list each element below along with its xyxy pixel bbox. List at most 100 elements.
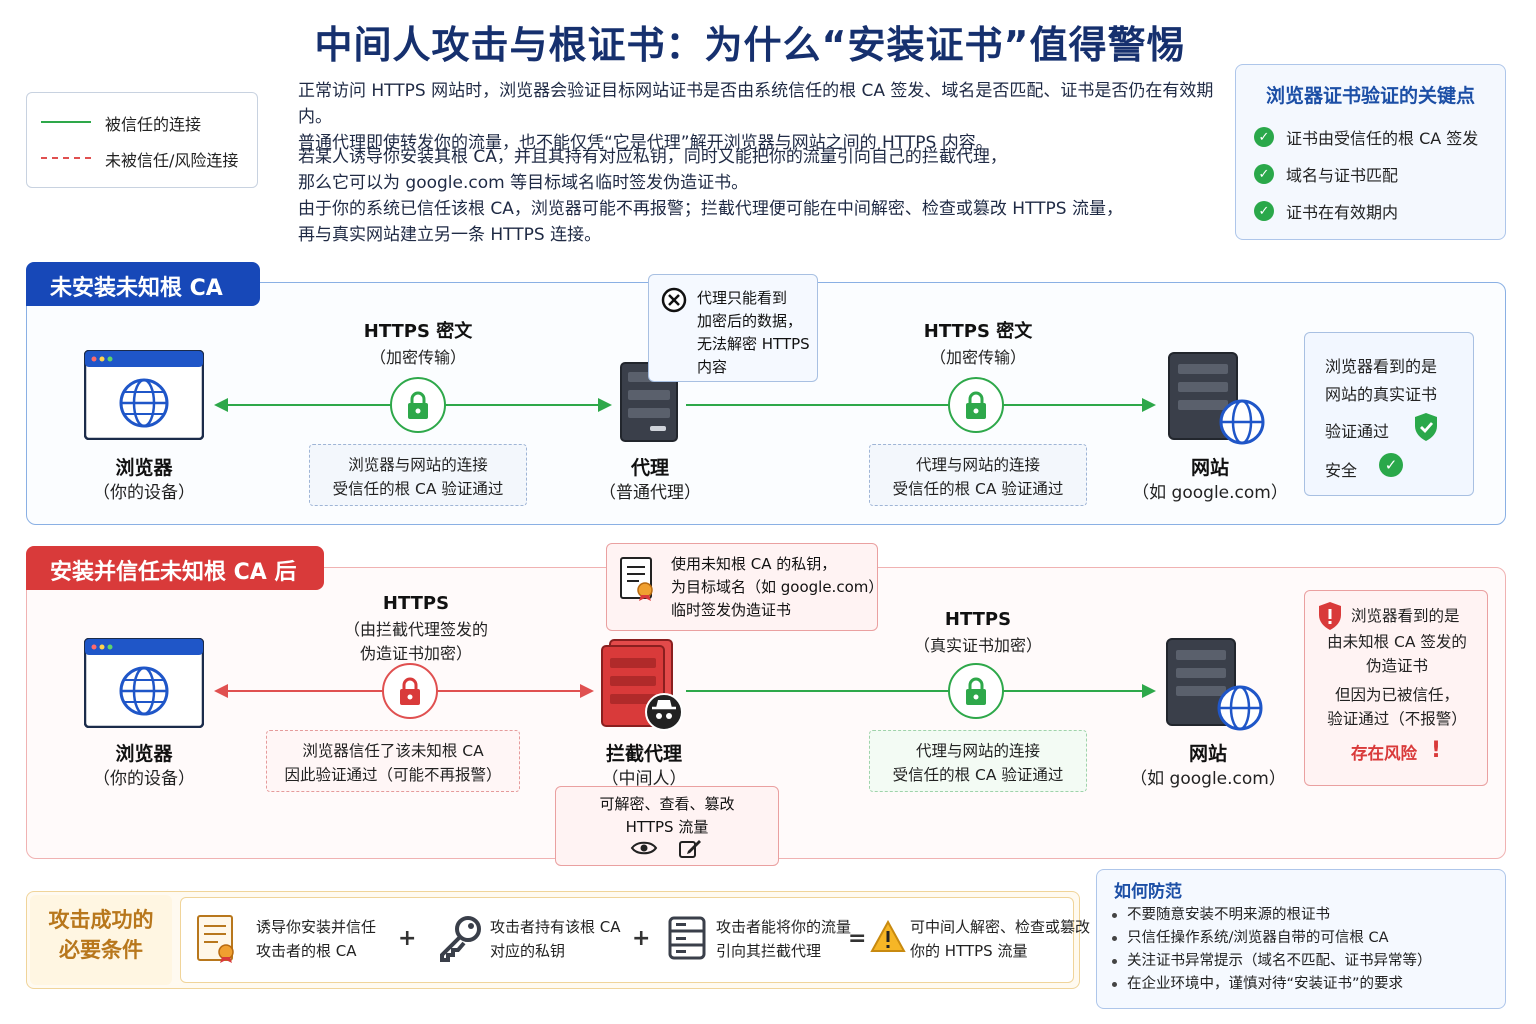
lock-icon — [948, 663, 1004, 719]
condition-line: 诱导你安装并信任 — [256, 918, 377, 936]
prevention-text: 只信任操作系统/浏览器自带的可信根 CA — [1127, 930, 1389, 946]
browser-label: 浏览器 — [115, 743, 173, 765]
prevention-item: 不要随意安装不明来源的根证书 — [1112, 903, 1330, 924]
result-safe: 安全 — [1325, 461, 1358, 480]
conditions-title-line: 攻击成功的 — [48, 908, 154, 932]
certificate-icon — [619, 556, 657, 609]
eye-icon — [630, 839, 658, 864]
risk-line: 由未知根 CA 签发的 — [1327, 633, 1467, 651]
lock-icon — [390, 377, 446, 433]
prevention-text: 关注证书异常提示（域名不匹配、证书异常等） — [1127, 953, 1432, 969]
shield-check-icon — [1413, 412, 1439, 446]
bullet-icon — [1112, 981, 1117, 987]
note-line: 受信任的根 CA 验证通过 — [892, 766, 1064, 784]
mitm-capability-box: 可解密、查看、篡改 HTTPS 流量 — [555, 786, 779, 866]
result-line: 浏览器看到的是 — [1325, 357, 1438, 376]
browser-label: 浏览器 — [115, 457, 173, 479]
browser-icon — [83, 637, 205, 729]
condition-line: 引向其拦截代理 — [716, 942, 822, 960]
callout-line: 临时签发伪造证书 — [671, 601, 792, 619]
prevention-title: 如何防范 — [1114, 882, 1182, 902]
website-server-icon — [1166, 638, 1266, 732]
intro-line: 普通代理即使转发你的流量，也不能仅凭“它是代理”解开浏览器与网站之间的 HTTP… — [298, 133, 993, 153]
proxy-label: 代理 — [630, 457, 669, 479]
conn-title: HTTPS — [944, 609, 1012, 630]
proxy-callout: 代理只能看到 加密后的数据， 无法解密 HTTPS 内容 — [648, 274, 818, 382]
condition-1: 诱导你安装并信任 攻击者的根 CA — [256, 915, 376, 963]
conn-sub: （加密传输） — [369, 348, 466, 367]
prevention-item: 在企业环境中，谨慎对待“安装证书”的要求 — [1112, 972, 1403, 993]
certificate-icon — [196, 914, 240, 968]
conn-sub: （真实证书加密） — [913, 636, 1042, 655]
keypoints-title: 浏览器证书验证的关键点 — [1265, 85, 1475, 107]
legend-trusted-label: 被信任的连接 — [105, 115, 202, 134]
intercept-proxy-label: 拦截代理 — [605, 743, 682, 765]
bullet-icon — [1112, 935, 1117, 941]
callout-text: 使用未知根 CA 的私钥， 为目标域名（如 google.com） 临时签发伪造… — [671, 553, 884, 622]
conditions-title-area — [30, 895, 172, 985]
conn-sub: （由拦截代理签发的 — [343, 620, 488, 639]
condition-line: 攻击者持有该根 CA — [490, 918, 621, 936]
legend-untrusted-label: 未被信任/风险连接 — [105, 151, 239, 170]
note-line: 受信任的根 CA 验证通过 — [332, 480, 504, 498]
server-icon — [668, 916, 706, 964]
conn-title: HTTPS 密文 — [363, 321, 473, 342]
warning-triangle-icon — [870, 919, 906, 958]
intro-line: 正常访问 HTTPS 网站时，浏览器会验证目标网站证书是否由系统信任的根 CA … — [298, 81, 1214, 127]
risk-label: 存在风险 — [1351, 744, 1417, 763]
callout-text: 代理只能看到 加密后的数据， 无法解密 HTTPS 内容 — [697, 287, 810, 379]
browser-icon — [83, 349, 205, 441]
panel-a-tab: 未安装未知根 CA — [26, 262, 260, 306]
edit-icon — [678, 837, 702, 866]
intro-line: 那么它可以为 google.com 等目标域名临时签发伪造证书。 — [298, 173, 749, 193]
website-label: 网站 — [1188, 743, 1227, 765]
lock-icon — [382, 663, 438, 719]
equals-sign: = — [848, 926, 867, 951]
note-line: 代理与网站的连接 — [915, 456, 1040, 474]
blocked-icon — [661, 287, 687, 320]
risk-line: 但因为已被信任， — [1334, 686, 1459, 704]
prevention-text: 不要随意安装不明来源的根证书 — [1127, 907, 1330, 923]
connection-note: 浏览器与网站的连接 受信任的根 CA 验证通过 — [309, 444, 527, 506]
browser-risk-box: 浏览器看到的是 由未知根 CA 签发的 伪造证书 但因为已被信任， 验证通过（不… — [1304, 590, 1488, 786]
browser-sub: （你的设备） — [93, 769, 195, 789]
intro-line: 若某人诱导你安装其根 CA，并且其持有对应私钥，同时又能把你的流量引向自己的拦截… — [298, 147, 1007, 167]
intercept-proxy-icon — [600, 636, 686, 732]
connection-note: 浏览器信任了该未知根 CA 因此验证通过（可能不再报警） — [266, 730, 520, 792]
arrow-right-icon — [1142, 398, 1156, 412]
keypoint-item: ✓ 域名与证书匹配 — [1254, 162, 1398, 186]
callout-line: 加密后的数据， — [697, 312, 803, 330]
browser-result-box: 浏览器看到的是 网站的真实证书 验证通过 安全 ✓ — [1304, 332, 1474, 496]
callout-line: 无法解密 HTTPS — [697, 335, 810, 353]
arrow-right-icon — [598, 398, 612, 412]
callout-line: 为目标域名（如 google.com） — [671, 578, 884, 596]
note-line: 浏览器信任了该未知根 CA — [302, 742, 484, 760]
intercept-proxy-sub: （中间人） — [601, 769, 687, 789]
page-title: 中间人攻击与根证书：为什么“安装证书”值得警惕 — [314, 23, 1186, 67]
risk-line: 验证通过（不报警） — [1327, 710, 1467, 728]
conditions-title-line: 必要条件 — [59, 938, 143, 962]
keypoint-item: ✓ 证书在有效期内 — [1254, 199, 1398, 223]
intro-line: 再与真实网站建立另一条 HTTPS 连接。 — [298, 225, 602, 245]
capability-line: 可解密、查看、篡改 — [599, 795, 735, 813]
risk-line: 伪造证书 — [1365, 657, 1428, 675]
bullet-icon — [1112, 912, 1117, 918]
keypoint-text: 证书由受信任的根 CA 签发 — [1286, 129, 1479, 148]
panel-b-tab: 安装并信任未知根 CA 后 — [26, 546, 324, 590]
check-icon: ✓ — [1254, 127, 1274, 147]
conditions-title: 攻击成功的 必要条件 — [30, 905, 172, 965]
arrow-right-icon — [580, 684, 594, 698]
intro-paragraph-2: 若某人诱导你安装其根 CA，并且其持有对应私钥，同时又能把你的流量引向自己的拦截… — [298, 144, 1228, 248]
keypoint-item: ✓ 证书由受信任的根 CA 签发 — [1254, 125, 1478, 149]
intro-line: 由于你的系统已信任该根 CA，浏览器可能不再报警；拦截代理便可能在中间解密、检查… — [298, 199, 1124, 219]
arrow-left-icon — [214, 398, 228, 412]
website-label: 网站 — [1190, 457, 1229, 479]
conn-title: HTTPS 密文 — [923, 321, 1033, 342]
warning-shield-icon — [1317, 601, 1343, 638]
condition-2: 攻击者持有该根 CA 对应的私钥 — [490, 915, 621, 963]
note-line: 受信任的根 CA 验证通过 — [892, 480, 1064, 498]
prevention-item: 只信任操作系统/浏览器自带的可信根 CA — [1112, 926, 1389, 947]
trusted-line-sample — [41, 121, 91, 123]
note-line: 代理与网站的连接 — [915, 742, 1040, 760]
website-sub: （如 google.com） — [1132, 483, 1288, 503]
